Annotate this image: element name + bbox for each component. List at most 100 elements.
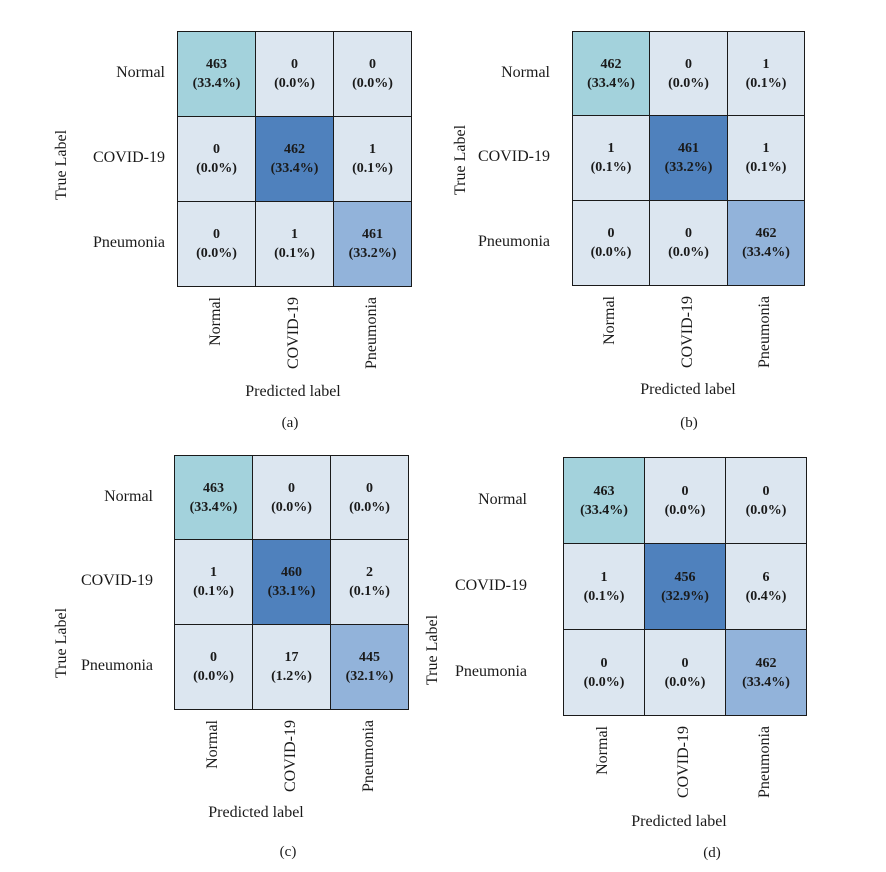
cell-count: 461	[362, 227, 383, 242]
matrix-cell: 0(0.0%)	[178, 202, 255, 286]
col-tick-label: COVID-19	[675, 726, 692, 798]
matrix-cell: 1(0.1%)	[334, 117, 411, 201]
cell-percent: (32.9%)	[661, 588, 709, 604]
matrix-cell: 0(0.0%)	[650, 32, 727, 115]
cell-percent: (0.1%)	[745, 160, 787, 175]
row-tick-label: COVID-19	[93, 149, 165, 166]
cell-count: 445	[359, 650, 380, 665]
cell-percent: (1.2%)	[271, 669, 312, 684]
cell-percent: (0.0%)	[352, 76, 393, 91]
cell-count: 1	[762, 141, 770, 156]
cell-count: 2	[366, 565, 373, 580]
row-tick-label: Pneumonia	[478, 233, 550, 250]
row-tick-label: Normal	[116, 64, 165, 81]
cell-count: 0	[607, 226, 615, 241]
matrix-cell: 463 (33.4%)	[178, 32, 255, 116]
cell-percent: (0.1%)	[352, 161, 393, 176]
matrix-cell: 0 (0.0%)	[178, 117, 255, 201]
cell-count: 0	[366, 480, 373, 496]
cell-count: 1	[607, 141, 615, 156]
matrix-cell: 0 (0.0%)	[334, 32, 411, 116]
cell-count: 1	[762, 56, 770, 72]
cell-count: 0	[213, 142, 220, 157]
cell-count: 0	[210, 650, 217, 665]
y-axis-label: True Label	[53, 607, 70, 679]
cell-count: 462	[600, 56, 622, 72]
cell-count: 460	[281, 565, 302, 580]
matrix-cell: 0(0.0%)	[726, 458, 806, 543]
cell-percent: (0.0%)	[590, 245, 632, 260]
matrix-cell: 463 (33.4%)	[564, 458, 644, 543]
col-tick-label: COVID-19	[281, 720, 299, 792]
cell-percent: (33.4%)	[192, 76, 241, 91]
matrix-cell: 0 (0.0%)	[564, 630, 644, 715]
cell-percent: (0.1%)	[583, 588, 625, 604]
confusion-matrix-grid: 463 (33.4%) 0 (0.0%) 0 (0.0%) 1 (0.1%) 456 (32.9%…	[563, 457, 807, 716]
matrix-cell: 0 (0.0%)	[175, 625, 252, 709]
cell-percent: (0.1%)	[349, 584, 390, 599]
matrix-cell: 462(33.4%)	[726, 630, 806, 715]
cell-percent: (0.0%)	[583, 674, 625, 690]
cell-count: 0	[681, 483, 689, 499]
cell-percent: (0.0%)	[349, 499, 390, 515]
cell-count: 463	[593, 483, 615, 499]
x-axis-label: Predicted label	[208, 804, 304, 821]
cell-count: 456	[674, 569, 696, 585]
matrix-cell: 460 (33.1%)	[253, 540, 330, 624]
col-tick-label: Pneumonia	[362, 297, 380, 369]
panel-caption: (d)	[703, 845, 721, 861]
y-axis-label: True Label	[424, 614, 441, 686]
cell-count: 462	[755, 226, 777, 241]
cell-count: 0	[685, 226, 692, 241]
cell-percent: (0.1%)	[590, 160, 632, 175]
cell-count: 0	[369, 57, 376, 72]
matrix-cell: 0(0.0%)	[645, 458, 725, 543]
cell-count: 463	[206, 57, 227, 72]
cell-count: 0	[762, 483, 770, 499]
cell-percent: (0.0%)	[664, 674, 706, 690]
panel-c: True Label Predicted label (c) 463 (33.4%…	[53, 455, 409, 860]
col-tick-label: COVID-19	[678, 296, 696, 368]
matrix-cell: 1 (0.1%)	[573, 116, 649, 200]
matrix-cell: 0 (0.0%)	[645, 630, 725, 715]
panel-caption: (c)	[279, 844, 297, 860]
cell-count: 1	[600, 569, 608, 585]
cell-count: 461	[678, 141, 699, 156]
cell-percent: (0.0%)	[196, 161, 237, 176]
cell-percent: (33.4%)	[580, 502, 628, 518]
matrix-cell: 0(0.0%)	[650, 201, 727, 285]
row-tick-label: Normal	[501, 63, 550, 81]
cell-percent: (33.4%)	[189, 499, 238, 515]
col-tick-label: Normal	[203, 720, 221, 769]
row-tick-label: Pneumonia	[93, 234, 165, 251]
col-tick-label: Normal	[594, 726, 611, 775]
cell-count: 0	[600, 655, 608, 671]
cell-count: 6	[762, 569, 770, 585]
panel-caption: (b)	[680, 415, 698, 431]
cell-percent: (33.4%)	[270, 161, 319, 176]
cell-percent: (32.1%)	[345, 669, 394, 684]
row-tick-label: Normal	[478, 490, 527, 508]
col-tick-label: Normal	[601, 296, 618, 345]
row-tick-label: Pneumonia	[455, 662, 527, 680]
row-tick-label: COVID-19	[455, 576, 527, 594]
col-tick-label: COVID-19	[284, 297, 302, 369]
x-axis-label: Predicted label	[245, 383, 341, 400]
cell-percent: (33.2%)	[664, 160, 713, 175]
cell-count: 0	[213, 227, 220, 242]
matrix-cell: 1 (0.1%)	[256, 202, 333, 286]
cell-percent: (33.4%)	[742, 245, 790, 260]
cell-count: 0	[681, 655, 689, 671]
matrix-cell: 2 (0.1%)	[331, 540, 408, 624]
cell-percent: (0.1%)	[274, 246, 315, 261]
cell-percent: (0.0%)	[668, 75, 709, 91]
cell-percent: (0.0%)	[193, 669, 234, 684]
cell-count: 1	[291, 227, 298, 242]
cell-count: 463	[203, 480, 224, 496]
matrix-cell: 0 (0.0%)	[331, 456, 408, 539]
cell-percent: (33.4%)	[742, 674, 790, 690]
panel-d: True Label Predicted label (d) 463(33.4%…	[424, 457, 807, 861]
cell-percent: (33.1%)	[267, 584, 316, 599]
matrix-cell: 463 (33.4%)	[175, 456, 252, 539]
